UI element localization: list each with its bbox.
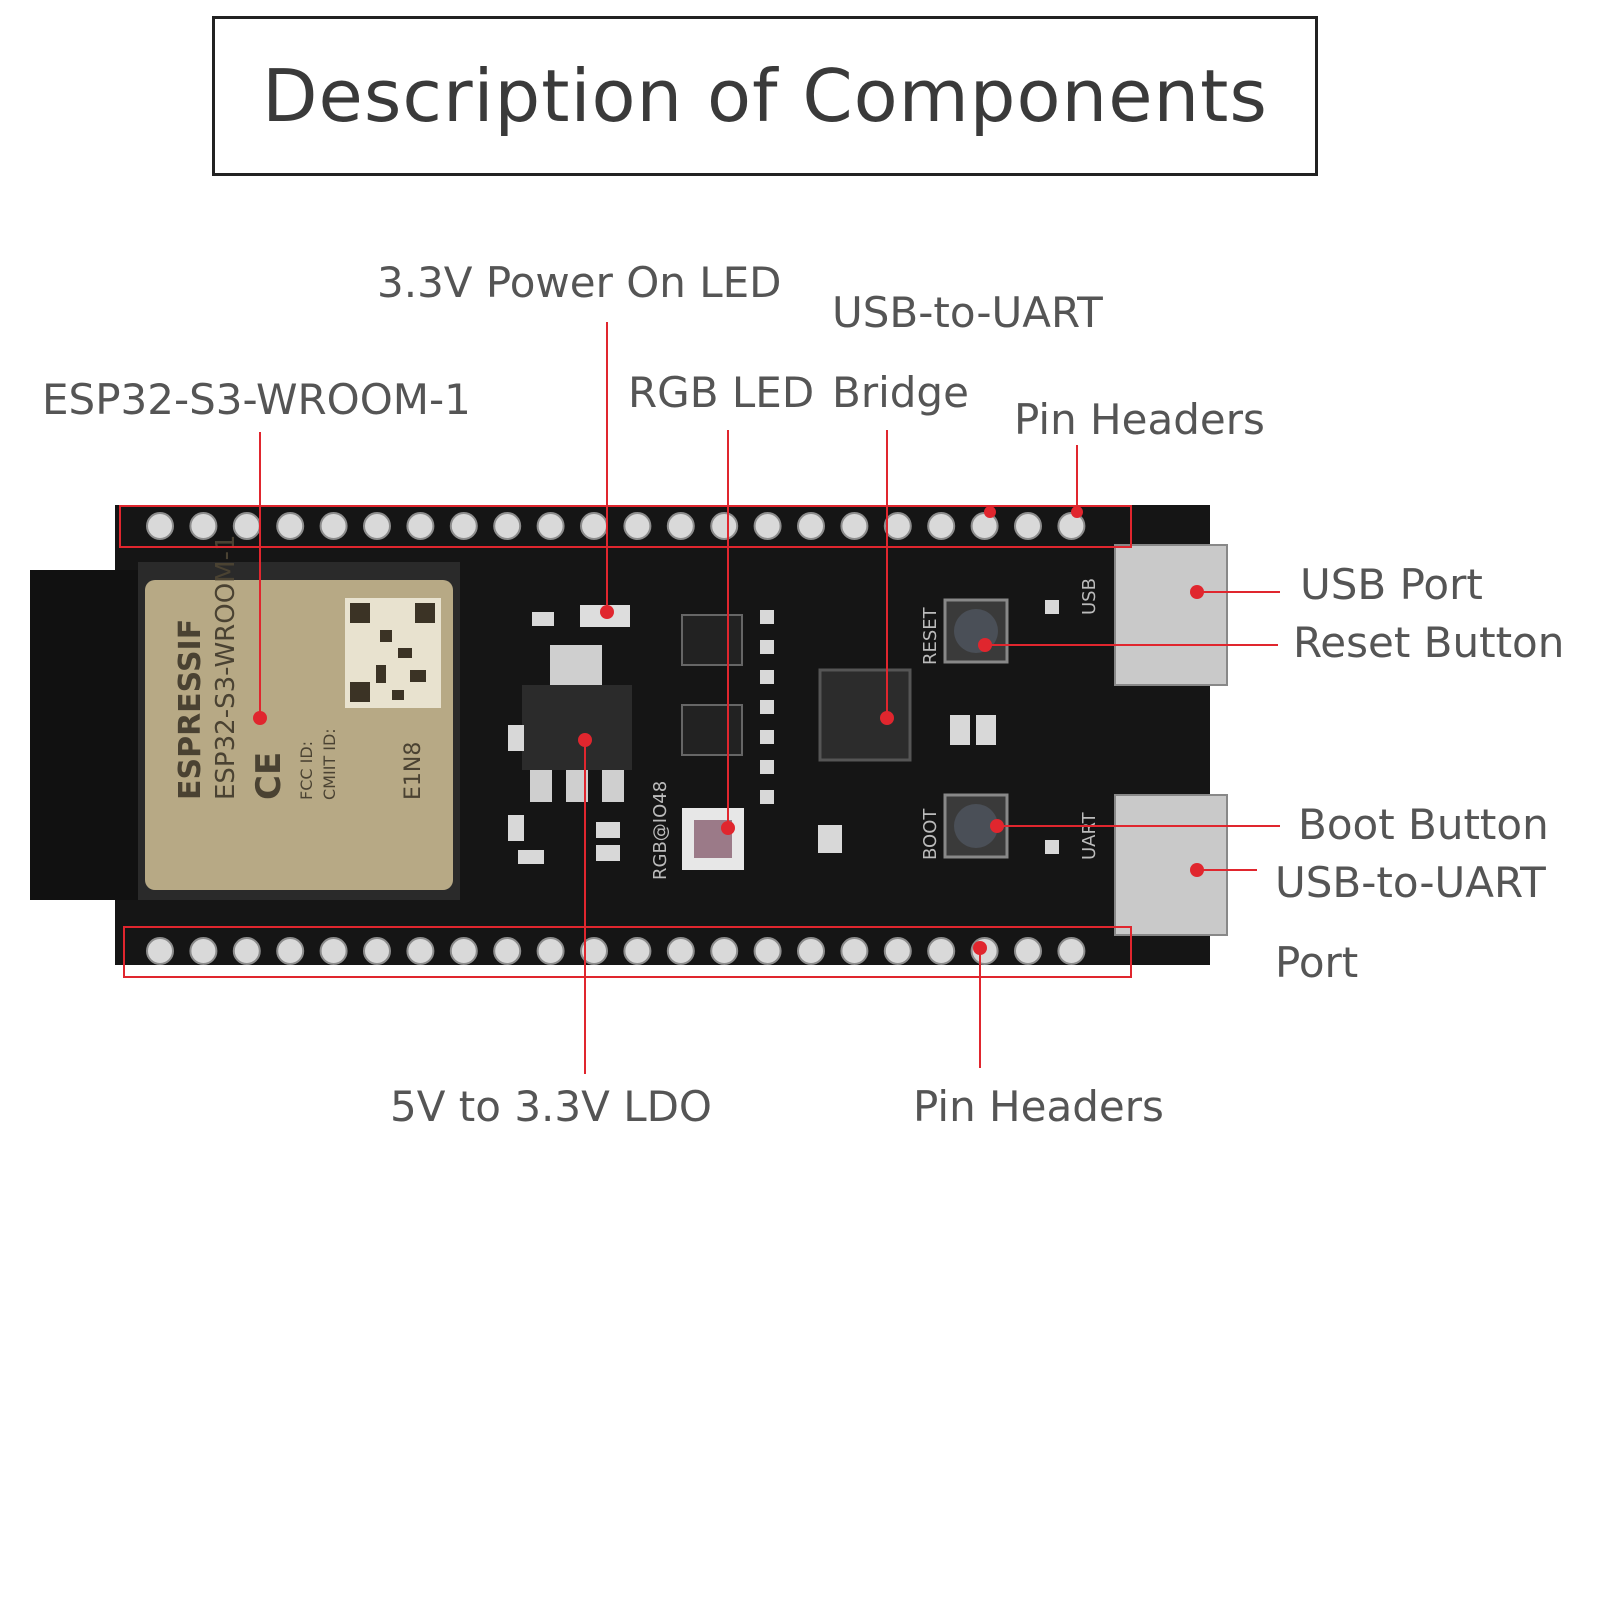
label-usb-uart-port-line2: Port xyxy=(1275,938,1359,987)
module-fcc: FCC ID: xyxy=(297,741,316,800)
module-cmiit: CMIIT ID: xyxy=(320,728,339,800)
usb-uart-port-connector xyxy=(1114,794,1228,936)
header-pin xyxy=(666,937,695,965)
header-pin xyxy=(753,512,782,540)
header-pin xyxy=(840,937,869,965)
transistor xyxy=(681,704,743,756)
header-pin xyxy=(927,512,956,540)
label-power-led: 3.3V Power On LED xyxy=(377,258,782,307)
qr-pattern xyxy=(350,603,435,702)
diagram-title: Description of Components xyxy=(262,54,1268,138)
usb-port-connector xyxy=(1114,544,1228,686)
header-pin xyxy=(232,512,261,540)
top-pin-row xyxy=(146,512,1086,540)
header-pin xyxy=(580,937,608,965)
label-usb-port: USB Port xyxy=(1300,560,1483,609)
label-usb-uart-port-line1: USB-to-UART xyxy=(1275,858,1546,907)
label-usb-uart-bridge-line2: Bridge xyxy=(832,368,969,417)
header-pin xyxy=(406,937,435,965)
silk-rgb: RGB@IO48 xyxy=(650,781,671,880)
bottom-pin-row xyxy=(146,937,1086,965)
header-pin xyxy=(623,937,652,965)
module-brand: ESPRESSIF xyxy=(173,619,208,800)
header-pin xyxy=(406,512,435,540)
bottom-header-highlight xyxy=(123,926,1132,978)
header-pin xyxy=(493,937,522,965)
header-pin xyxy=(146,512,174,540)
callout-lines xyxy=(259,322,1280,1074)
header-pin xyxy=(449,512,478,540)
ldo-pin xyxy=(602,770,624,802)
header-pin xyxy=(146,937,174,965)
transistor xyxy=(681,614,743,666)
ldo-tab xyxy=(550,645,602,685)
label-reset-button: Reset Button xyxy=(1293,618,1565,667)
header-pin xyxy=(276,937,305,965)
title-box: Description of Components xyxy=(212,16,1318,176)
header-pin xyxy=(536,937,565,965)
header-pin xyxy=(970,512,999,540)
smd-components xyxy=(508,600,1059,864)
header-pin xyxy=(363,512,391,540)
silk-reset: RESET xyxy=(920,606,941,665)
header-pin xyxy=(319,512,348,540)
label-module: ESP32-S3-WROOM-1 xyxy=(42,375,471,424)
ldo-regulator xyxy=(522,685,632,770)
header-pin xyxy=(1014,512,1042,540)
label-usb-uart-bridge-line1: USB-to-UART xyxy=(832,288,1103,337)
header-pin xyxy=(710,512,739,540)
usb-uart-bridge-chip xyxy=(818,668,912,762)
silk-boot: BOOT xyxy=(920,808,941,860)
header-pin xyxy=(840,512,869,540)
header-pin xyxy=(1057,937,1086,965)
header-pin xyxy=(883,512,912,540)
label-pin-headers-bottom: Pin Headers xyxy=(913,1082,1164,1131)
module-name-silk: ESP32-S3-WROOM-1 xyxy=(211,534,241,800)
header-pin xyxy=(493,512,522,540)
module-flash: E1N8 xyxy=(401,742,426,800)
header-pin xyxy=(623,512,652,540)
header-pin xyxy=(883,937,912,965)
label-boot-button: Boot Button xyxy=(1298,800,1549,849)
callout-dots xyxy=(253,506,1204,955)
header-pin xyxy=(536,512,565,540)
header-pin xyxy=(449,937,478,965)
header-pin xyxy=(753,937,782,965)
antenna-area xyxy=(30,570,150,900)
header-pin xyxy=(710,937,739,965)
header-pin xyxy=(1057,512,1086,540)
module-ce-mark: CE xyxy=(249,752,289,800)
header-pin xyxy=(580,512,608,540)
header-pin xyxy=(319,937,348,965)
header-pin xyxy=(232,937,261,965)
ldo-pin xyxy=(530,770,552,802)
header-pin xyxy=(276,512,305,540)
header-pin xyxy=(363,937,391,965)
silk-uart: UART xyxy=(1079,811,1100,860)
header-pin xyxy=(666,512,695,540)
header-pin xyxy=(189,937,218,965)
top-header-highlight xyxy=(119,505,1132,548)
header-pin xyxy=(189,512,218,540)
ldo-pin xyxy=(566,770,588,802)
header-pin xyxy=(1014,937,1042,965)
label-rgb-led: RGB LED xyxy=(628,368,815,417)
header-pin xyxy=(797,937,825,965)
label-pin-headers-top: Pin Headers xyxy=(1014,395,1265,444)
silk-usb: USB xyxy=(1079,578,1100,615)
label-ldo: 5V to 3.3V LDO xyxy=(390,1082,712,1131)
header-pin xyxy=(927,937,956,965)
header-pin xyxy=(797,512,825,540)
